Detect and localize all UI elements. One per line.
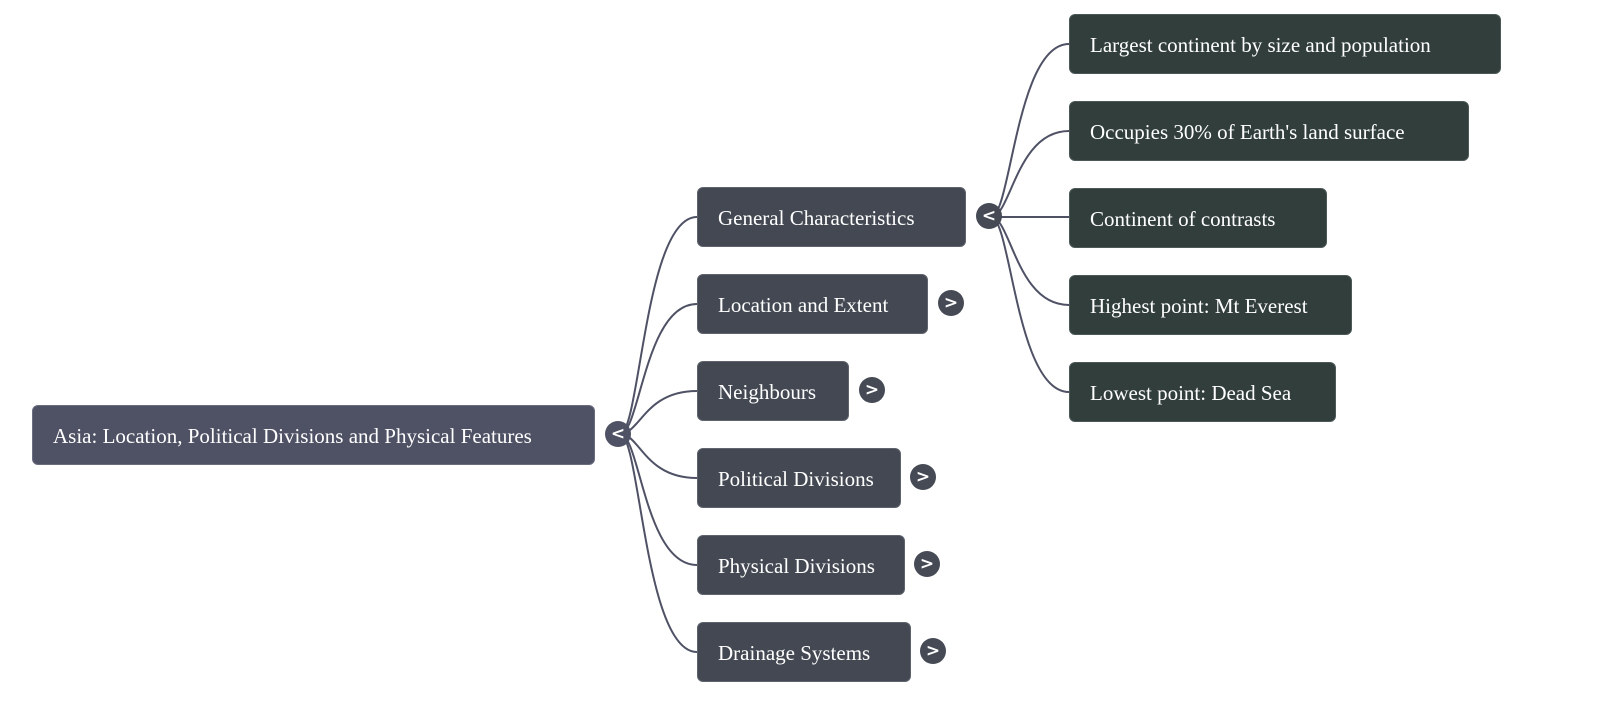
expand-toggle-political-divisions[interactable]: > — [910, 464, 936, 490]
leaf-node[interactable]: Highest point: Mt Everest — [1069, 275, 1352, 335]
collapse-toggle-general-characteristics[interactable]: < — [976, 203, 1002, 229]
leaf-node[interactable]: Largest continent by size and population — [1069, 14, 1501, 74]
connector-branch-leaf-0 — [990, 43, 1070, 218]
connector-branch-leaf-1 — [990, 130, 1070, 218]
expand-toggle-drainage-systems[interactable]: > — [920, 638, 946, 664]
expand-toggle-location-and-extent[interactable]: > — [938, 290, 964, 316]
chevron-right-icon: > — [943, 293, 959, 313]
root-node[interactable]: Asia: Location, Political Divisions and … — [32, 405, 595, 465]
branch-node-political-divisions[interactable]: Political Divisions — [697, 448, 901, 508]
leaf-node[interactable]: Continent of contrasts — [1069, 188, 1327, 248]
expand-toggle-physical-divisions[interactable]: > — [914, 551, 940, 577]
connector-branch-leaf-3 — [990, 216, 1070, 306]
connector-root-branch-0 — [619, 216, 698, 435]
branch-node-general-characteristics[interactable]: General Characteristics — [697, 187, 966, 247]
branch-node-location-and-extent[interactable]: Location and Extent — [697, 274, 928, 334]
connector-root-branch-1 — [619, 303, 698, 435]
leaf-node[interactable]: Occupies 30% of Earth's land surface — [1069, 101, 1469, 161]
chevron-left-icon: < — [610, 424, 626, 444]
leaf-node[interactable]: Lowest point: Dead Sea — [1069, 362, 1336, 422]
expand-toggle-neighbours[interactable]: > — [859, 377, 885, 403]
chevron-left-icon: < — [981, 206, 997, 226]
chevron-right-icon: > — [864, 380, 880, 400]
chevron-right-icon: > — [925, 641, 941, 661]
chevron-right-icon: > — [915, 467, 931, 487]
connector-branch-leaf-4 — [990, 216, 1070, 393]
collapse-toggle-root[interactable]: < — [605, 421, 631, 447]
connector-root-branch-3 — [619, 433, 698, 479]
connector-root-branch-2 — [619, 390, 698, 435]
connector-root-branch-5 — [619, 433, 698, 653]
connector-root-branch-4 — [619, 433, 698, 566]
branch-node-neighbours[interactable]: Neighbours — [697, 361, 849, 421]
chevron-right-icon: > — [919, 554, 935, 574]
branch-node-drainage-systems[interactable]: Drainage Systems — [697, 622, 911, 682]
branch-node-physical-divisions[interactable]: Physical Divisions — [697, 535, 905, 595]
